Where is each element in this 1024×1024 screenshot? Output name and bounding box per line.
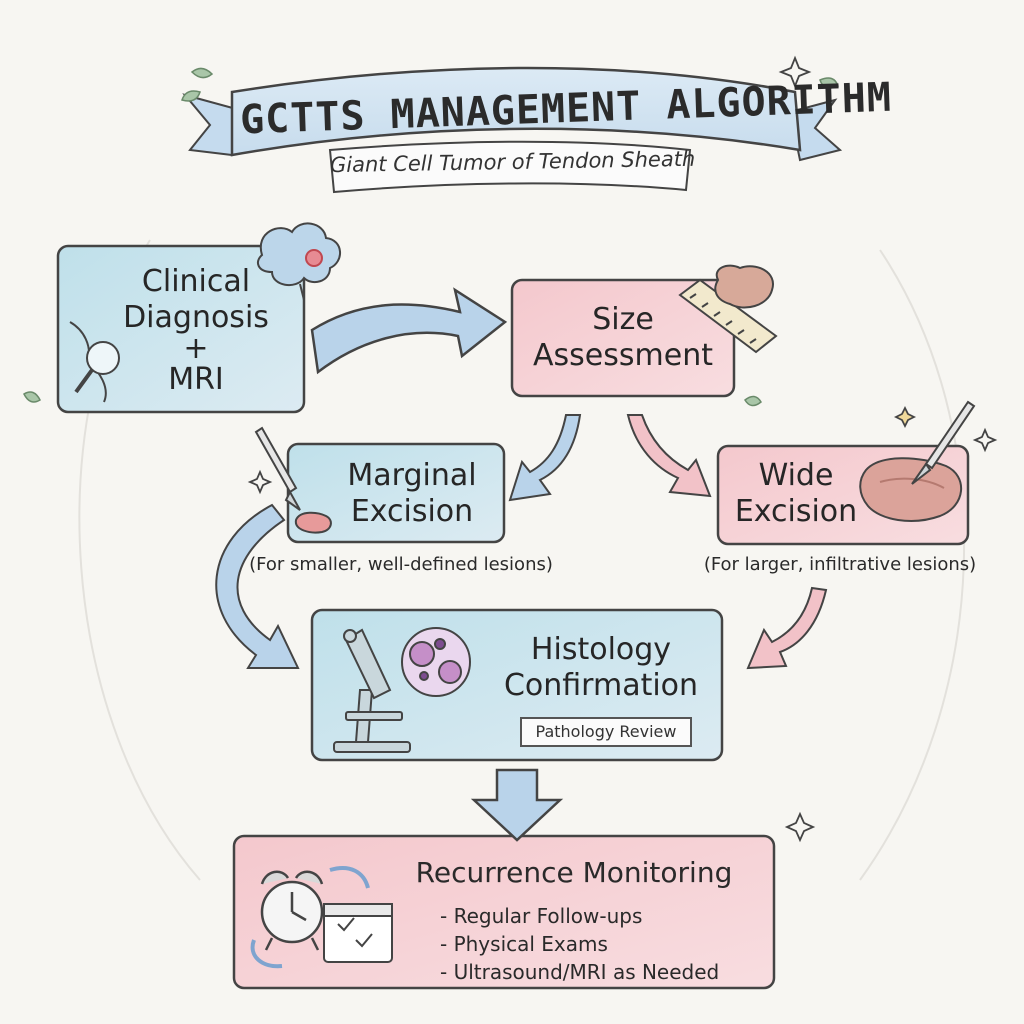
clinical-line-2: Diagnosis [123, 300, 269, 335]
calendar-icon [323, 903, 393, 963]
marginal-excision-note: (For smaller, well-defined lesions) [249, 554, 553, 575]
title-ribbon [182, 66, 843, 194]
clinical-line-4: MRI [168, 362, 224, 397]
cell-icon [401, 627, 471, 697]
brain-icon [256, 222, 341, 301]
wide-excision-label: Wide Excision [730, 458, 862, 530]
tissue-icon [859, 457, 962, 522]
list-item: - Physical Exams [440, 932, 608, 956]
wide-excision-note: (For larger, infiltrative lesions) [703, 554, 977, 575]
scalpel-icon [911, 400, 976, 485]
magnifier-knee-icon [69, 321, 120, 403]
alarm-clock-icon [260, 870, 324, 951]
size-line-1: Size [592, 302, 654, 337]
list-item: - Ultrasound/MRI as Needed [440, 960, 720, 984]
marginal-line-2: Excision [350, 494, 474, 529]
arrow-size-to-wide [626, 414, 712, 498]
clinical-diagnosis-label: Clinical Diagnosis + MRI [96, 264, 296, 398]
arrow-wide-to-histology [746, 586, 828, 670]
clinical-line-3: + [183, 331, 209, 366]
background-arc [859, 249, 966, 881]
size-assessment-label: Size Assessment [512, 302, 734, 374]
marginal-excision-label: Marginal Excision [320, 458, 504, 530]
arrow-marginal-to-histology [215, 503, 300, 669]
arrow-histology-to-monitoring [470, 768, 564, 842]
tissue-icon [294, 511, 332, 534]
wide-line-1: Wide [758, 458, 834, 493]
marginal-line-1: Marginal [347, 458, 477, 493]
size-assessment-box [510, 278, 736, 398]
cycle-arrow-icon [250, 939, 283, 969]
clinical-diagnosis-box [56, 244, 306, 414]
recurrence-monitoring-title: Recurrence Monitoring [415, 856, 733, 889]
ruler-tissue-icon [678, 264, 778, 354]
clinical-line-1: Clinical [141, 264, 251, 299]
marginal-excision-box [286, 442, 506, 544]
monitoring-list: - Regular Follow-ups - Physical Exams - … [440, 902, 719, 986]
list-item: - Regular Follow-ups [440, 904, 643, 928]
wide-line-2: Excision [734, 494, 858, 529]
leaf-icon [23, 67, 839, 407]
arrow-size-to-marginal [508, 414, 582, 502]
histology-line-2: Confirmation [503, 668, 699, 703]
sparkle-icon [247, 55, 998, 843]
pathology-review-tag: Pathology Review [520, 717, 692, 747]
scalpel-icon [254, 426, 301, 511]
histology-confirmation-label: Histology Confirmation [490, 632, 712, 704]
arrow-clinical-to-size [310, 287, 508, 375]
size-line-2: Assessment [533, 338, 713, 373]
microscope-icon [333, 628, 411, 753]
histology-line-1: Histology [530, 632, 672, 667]
cycle-arrow-icon [329, 866, 370, 889]
